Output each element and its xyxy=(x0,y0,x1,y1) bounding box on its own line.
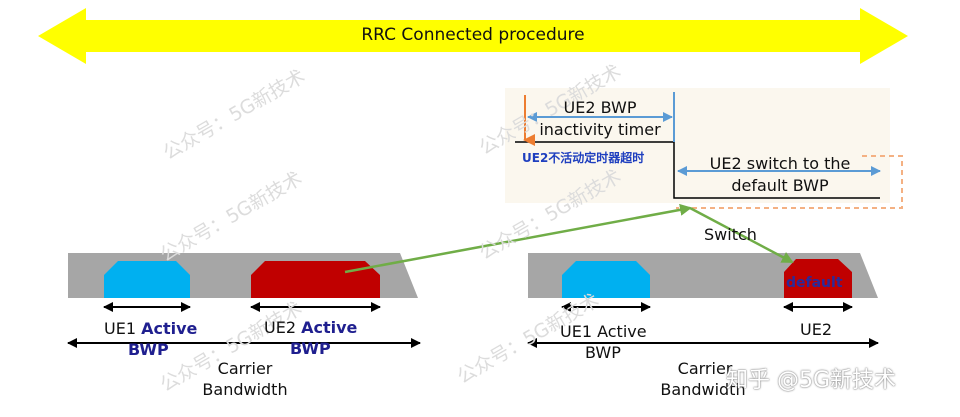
left-ue1-active: Active xyxy=(141,319,198,338)
switch-label: Switch xyxy=(704,225,757,244)
left-ue2-label: UE2 Active xyxy=(264,318,357,337)
right-ue1-label-2: BWP xyxy=(585,343,621,362)
left-ue2-active: Active xyxy=(301,318,358,337)
green-arrow-to-default xyxy=(689,206,794,264)
watermark-text-1: 公众号：5G新技术 xyxy=(160,65,309,164)
left-ue1-bwp-label: BWP xyxy=(128,340,169,359)
right-default-label: default xyxy=(786,275,843,291)
left-ue1-prefix: UE1 xyxy=(104,319,142,338)
left-ue2-bwp xyxy=(251,261,380,298)
left-ue1-bwp xyxy=(104,261,190,298)
zhihu-signature: 知乎 @5G新技术 xyxy=(726,368,897,393)
timer-step-line xyxy=(515,141,880,199)
timer-expired-label: UE2不活动定时器超时 xyxy=(522,151,645,165)
right-ue2-label: UE2 xyxy=(800,320,832,339)
rrc-banner-arrow xyxy=(38,8,908,64)
right-carrier-label-2: Bandwidth xyxy=(660,380,746,399)
green-arrow-to-timer xyxy=(344,203,692,274)
timer-label-line2: inactivity timer xyxy=(539,120,661,139)
switch-default-line2: default BWP xyxy=(731,176,829,195)
left-ue2-bwp-label: BWP xyxy=(290,339,331,358)
timer-label-line1: UE2 BWP xyxy=(563,98,637,117)
right-ue1-bwp xyxy=(562,261,650,298)
left-carrier-label-2: Bandwidth xyxy=(202,380,288,399)
watermark-text-3: 公众号：5G新技术 xyxy=(157,167,306,266)
timer-box-background xyxy=(505,88,890,203)
left-ue2-prefix: UE2 xyxy=(264,318,302,337)
left-carrier-label-1: Carrier xyxy=(217,359,273,378)
dashed-bracket xyxy=(676,155,903,209)
right-default-bwp xyxy=(784,259,852,298)
switch-default-line1: UE2 switch to the xyxy=(709,154,851,173)
right-carrier-label-1: Carrier xyxy=(677,359,733,378)
banner-title: RRC Connected procedure xyxy=(361,25,585,45)
right-ue1-label-1: UE1 Active xyxy=(560,322,647,341)
left-ue1-label: UE1 Active xyxy=(104,319,197,338)
